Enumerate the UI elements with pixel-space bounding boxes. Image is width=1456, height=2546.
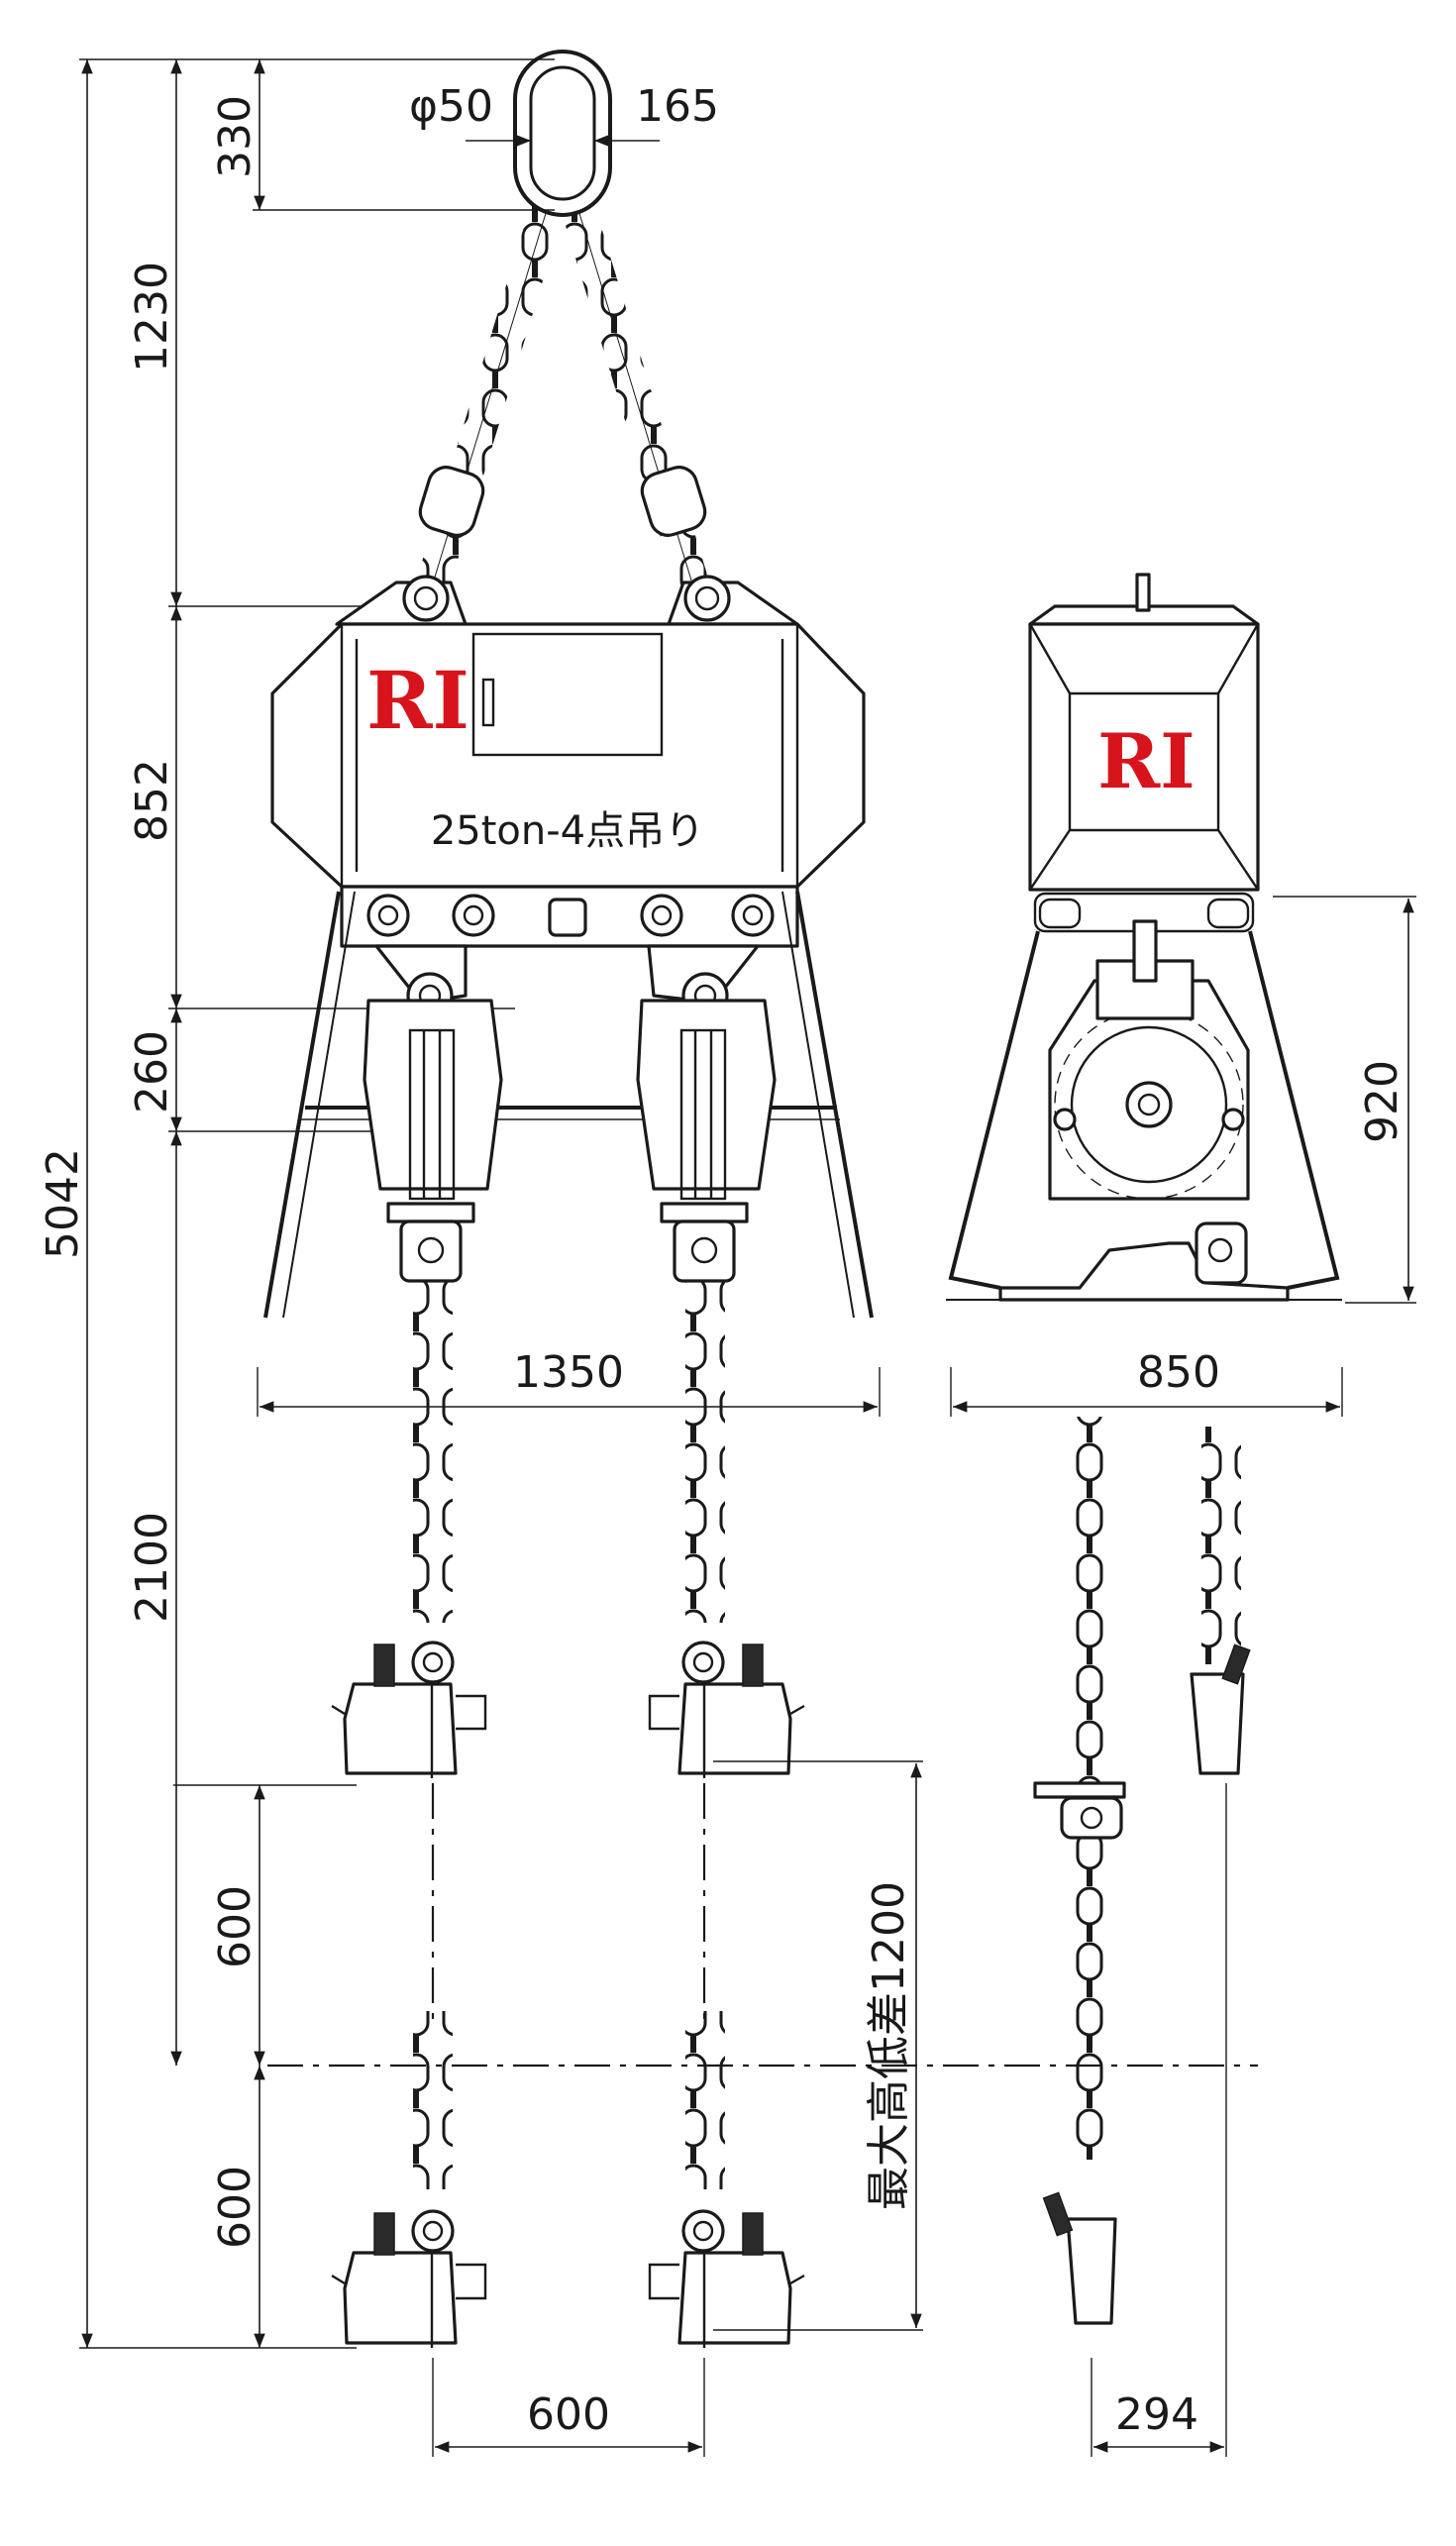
front-hooks [331, 1641, 805, 2348]
front-load-chains [413, 1281, 725, 2189]
brand-logo-front: RI [366, 654, 469, 747]
dim-front-width: 1350 [513, 1347, 624, 1398]
side-load-chains [1033, 1417, 1251, 2325]
dim-chain-length: 2100 [127, 1512, 177, 1623]
side-hoist-body: RI [946, 573, 1342, 1302]
front-bottom-dimensions: 1350 600 最大高低差1200 [257, 1347, 923, 2457]
dim-side-offset: 294 [1115, 2389, 1198, 2440]
dim-hook-spacing: 600 [527, 2389, 610, 2440]
model-label: 25ton-4点吊り [431, 808, 704, 854]
dim-total-height: 5042 [38, 1148, 88, 1259]
left-dimensions: 5042 330 1230 852 260 2100 600 600 [38, 58, 555, 2349]
dim-step-2: 600 [210, 2166, 260, 2249]
dim-body-height: 852 [127, 759, 177, 842]
dim-ring-width: 165 [636, 81, 719, 132]
dim-hook-offset: 260 [127, 1030, 177, 1114]
front-hoist-units [363, 944, 777, 1283]
brand-logo-side: RI [1097, 717, 1196, 805]
side-dimensions: 920 850 294 [950, 896, 1416, 2457]
dim-side-width: 850 [1137, 1347, 1220, 1398]
dim-step-1: 600 [210, 1885, 260, 1968]
sling-chains [409, 205, 716, 611]
dim-sling-height: 1230 [127, 262, 177, 372]
dim-ring-height: 330 [210, 95, 260, 178]
front-hoist-body: RI 25ton-4点吊り [270, 575, 866, 948]
dim-ring-diameter: φ50 [409, 81, 493, 132]
master-ring: φ50 165 [409, 50, 719, 217]
dim-side-height: 920 [1357, 1060, 1407, 1143]
front-legs [263, 891, 874, 1319]
dim-max-height-difference: 最大高低差1200 [864, 1881, 914, 2210]
